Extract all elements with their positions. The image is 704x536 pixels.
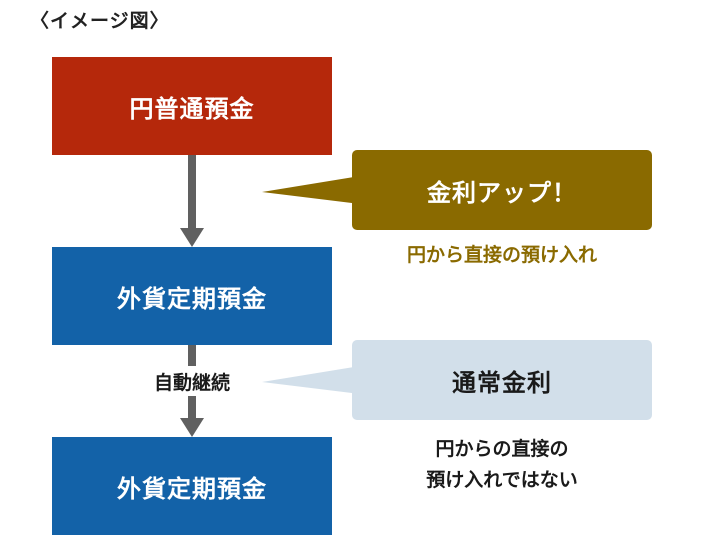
fx-time-deposit-box-2: 外貨定期預金 — [52, 437, 332, 535]
upgrade-note: 円から直接の預け入れ — [406, 244, 597, 266]
yen-savings-label: 円普通預金 — [129, 94, 255, 123]
upgrade-callout-bubble — [262, 150, 652, 230]
upgrade-callout-label: 金利アップ！ — [427, 178, 577, 207]
normal-callout: 通常金利 — [352, 340, 652, 420]
auto-renewal-label: 自動継続 — [128, 366, 256, 396]
fx-time-deposit-label-2: 外貨定期預金 — [117, 474, 267, 503]
yen-savings-box: 円普通預金 — [52, 57, 332, 155]
normal-callout-bubble — [262, 340, 652, 420]
upgrade-callout: 金利アップ！ — [352, 150, 652, 230]
normal-note-line1: 円からの直接の — [435, 438, 569, 460]
fx-time-deposit-label-1: 外貨定期預金 — [117, 284, 267, 313]
normal-callout-label: 通常金利 — [452, 368, 552, 397]
normal-note-line2: 預け入れではない — [426, 469, 578, 491]
down-arrow-1 — [180, 155, 204, 247]
page-title: 〈イメージ図〉 — [30, 10, 170, 32]
normal-note: 円からの直接の 預け入れではない — [352, 434, 652, 496]
fx-time-deposit-box-1: 外貨定期預金 — [52, 247, 332, 345]
